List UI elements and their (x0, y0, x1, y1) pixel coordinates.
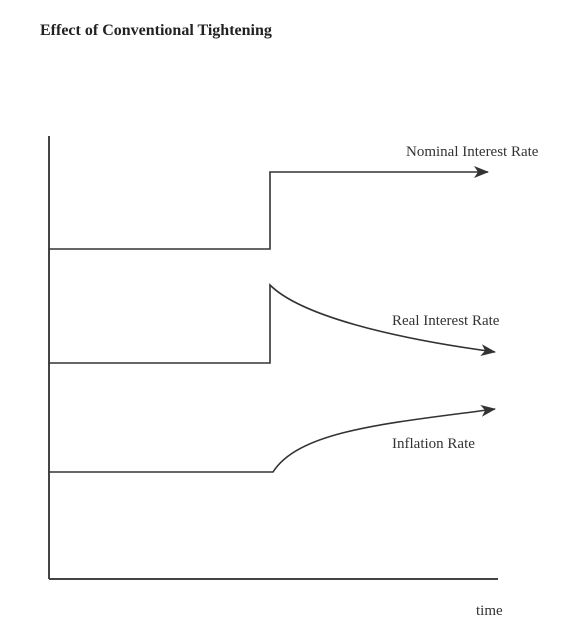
nominal-interest-rate-curve (49, 166, 489, 250)
real-interest-rate-label: Real Interest Rate (392, 313, 500, 329)
nominal-interest-rate-label: Nominal Interest Rate (406, 144, 539, 160)
x-axis-label: time (476, 603, 503, 619)
diagram-title: Effect of Conventional Tightening (40, 22, 272, 39)
inflation-rate-label: Inflation Rate (392, 436, 475, 452)
inflation-rate-curve (49, 404, 496, 473)
real-interest-rate-curve (49, 283, 496, 364)
